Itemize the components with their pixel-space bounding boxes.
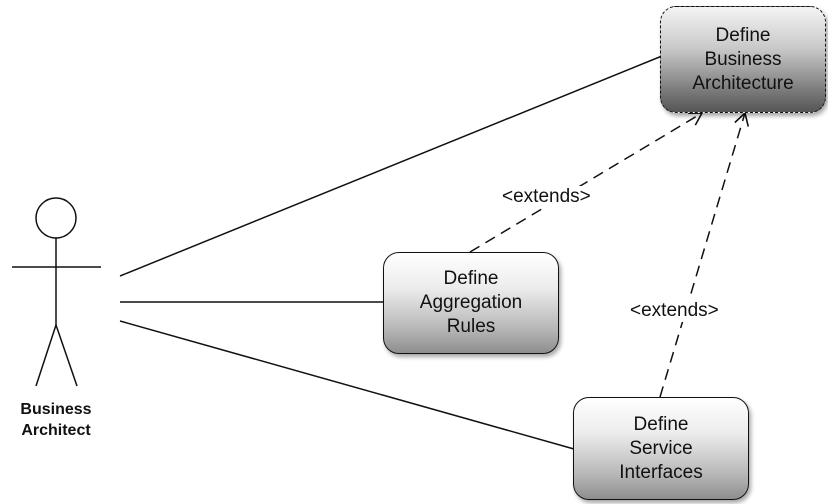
extends-arrow-service: [659, 111, 750, 398]
actor-left-leg: [35, 324, 57, 387]
extends-label-aggregation: <extends>: [500, 186, 593, 208]
actor-right-leg: [55, 324, 78, 387]
use-case-define-business-architecture[interactable]: Define Business Architecture: [660, 6, 826, 113]
association-business-architecture: [119, 55, 663, 277]
association-service-interfaces: [119, 320, 575, 450]
use-case-define-aggregation-rules[interactable]: Define Aggregation Rules: [383, 252, 559, 354]
extends-arrow-aggregation: [469, 112, 704, 253]
actor-figure[interactable]: [12, 197, 101, 387]
extends-label-service: <extends>: [628, 300, 721, 322]
actor-label: Business Architect: [20, 401, 92, 439]
actor-head: [35, 197, 77, 239]
use-case-define-service-interfaces[interactable]: Define Service Interfaces: [573, 397, 749, 500]
